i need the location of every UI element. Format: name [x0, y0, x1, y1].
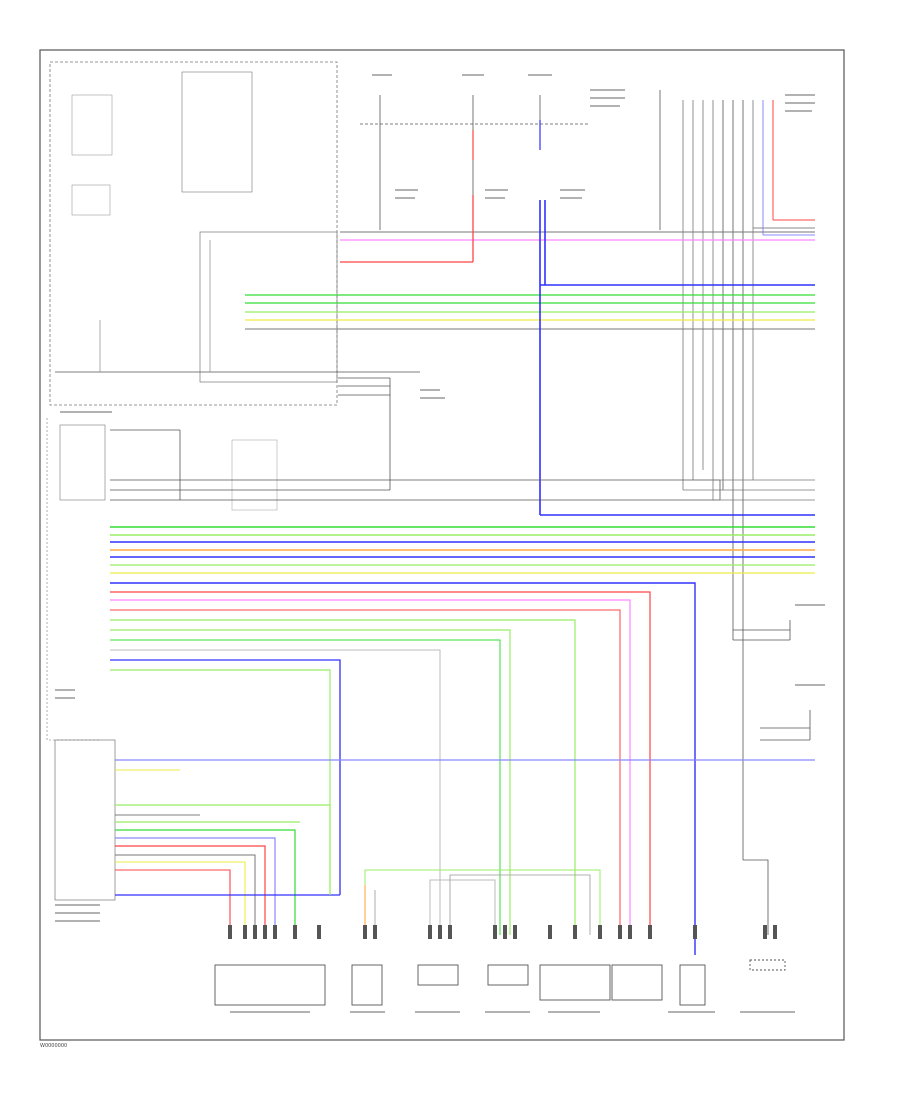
- upper-horizontal-wires: [245, 195, 815, 490]
- hybrid-connector-block: [59, 424, 106, 501]
- bottom-loop-wires: [364, 869, 601, 935]
- engine-control-module-box: [49, 61, 338, 406]
- power-management-control-module-connector: [214, 964, 326, 1006]
- fuse-feed-wires: [360, 90, 661, 230]
- hybrid-bus-wires: [110, 526, 815, 574]
- diagram-border: [39, 49, 845, 1041]
- ecm-relay-block: [181, 71, 253, 193]
- diagram-footer-code: W0000000: [40, 1043, 68, 1049]
- hybrid-module-wires: [110, 429, 815, 501]
- hybrid-junction-box: [231, 439, 278, 511]
- component-box-8: [749, 959, 786, 971]
- unreadable-label-marks: [55, 74, 825, 1013]
- component-box-6: [611, 964, 663, 1001]
- ecm-filter-block: [71, 184, 111, 216]
- power-management-control-module-box: [54, 739, 116, 901]
- component-box-7: [679, 964, 706, 1006]
- component-box-5: [539, 964, 611, 1001]
- pmcm-wires: [115, 759, 815, 935]
- component-box-2: [351, 964, 383, 1006]
- descending-component-wires: [110, 582, 696, 955]
- bottom-component-boxes: [214, 959, 786, 1006]
- component-box-4: [487, 964, 529, 986]
- bottom-connector-pins: [228, 925, 777, 939]
- ecm-internal-block: [199, 231, 338, 383]
- right-side-sensors: [733, 620, 811, 935]
- hybrid-control-module-box: [46, 418, 100, 741]
- ecm-sensor-block: [71, 94, 113, 156]
- component-box-3: [417, 964, 459, 986]
